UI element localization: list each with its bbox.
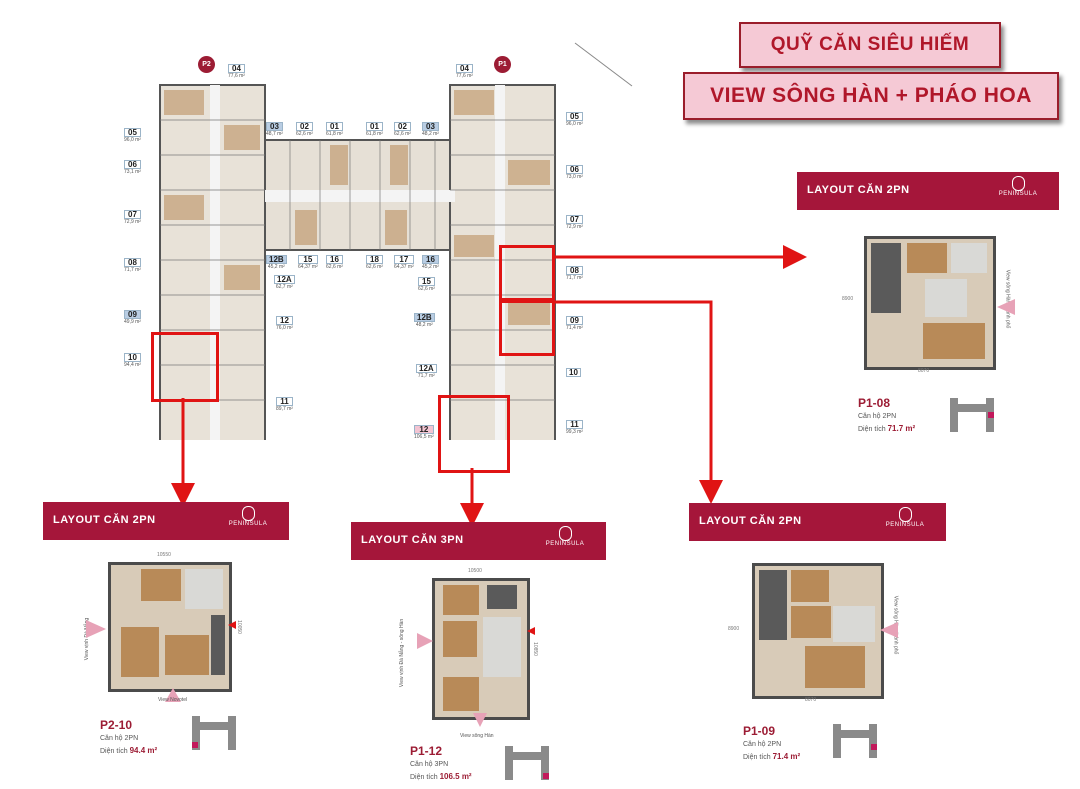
view-direction-icon bbox=[997, 299, 1015, 315]
tower-mini-map bbox=[950, 398, 994, 432]
view-direction-icon bbox=[86, 620, 106, 638]
tower-floor-plan bbox=[150, 60, 570, 440]
peninsula-logo: PENINSULA bbox=[540, 526, 590, 547]
banner-bottom: VIEW SÔNG HÀN + PHÁO HOA bbox=[683, 72, 1059, 120]
floorplan-p1-09 bbox=[752, 563, 884, 699]
unit-area: Diện tích 71.4 m² bbox=[743, 752, 801, 761]
tower-marker-p2: P2 bbox=[198, 56, 215, 73]
view-direction-icon bbox=[880, 622, 898, 638]
unit-type: Căn hộ 2PN bbox=[100, 735, 139, 742]
card-header-p2-10: LAYOUT CĂN 2PN PENINSULA bbox=[43, 502, 289, 540]
card-header-p1-08: LAYOUT CĂN 2PN PENINSULA bbox=[797, 172, 1059, 210]
card-title: LAYOUT CĂN 2PN bbox=[53, 514, 156, 526]
card-header-p1-12: LAYOUT CĂN 3PN PENINSULA bbox=[351, 522, 606, 560]
unit-id: P1-09 bbox=[743, 724, 776, 738]
unit-type: Căn hộ 2PN bbox=[858, 413, 897, 420]
dimension-width: 8070 bbox=[918, 368, 930, 374]
unit-label: 10 bbox=[566, 368, 581, 377]
highlight-p1-08 bbox=[499, 245, 555, 303]
card-title: LAYOUT CĂN 3PN bbox=[361, 534, 464, 546]
view-marker-icon bbox=[228, 621, 236, 629]
tower-mini-map bbox=[505, 746, 549, 780]
view-direction-icon bbox=[417, 633, 433, 649]
view-label-2: View sông Hàn bbox=[460, 733, 494, 739]
view-marker-icon bbox=[527, 627, 535, 635]
floor-plan-drawing bbox=[159, 84, 556, 440]
floorplan-p1-12 bbox=[432, 578, 530, 720]
unit-id: P2-10 bbox=[100, 718, 133, 732]
unit-type: Căn hộ 3PN bbox=[410, 761, 449, 768]
unit-id: P1-12 bbox=[410, 744, 443, 758]
unit-type: Căn hộ 2PN bbox=[743, 741, 782, 748]
tower-mini-map bbox=[192, 716, 236, 750]
decor-line bbox=[574, 42, 633, 87]
dimension-width: 10550 bbox=[157, 552, 171, 558]
card-header-p1-09: LAYOUT CĂN 2PN PENINSULA bbox=[689, 503, 946, 541]
unit-area: Diện tích 71.7 m² bbox=[858, 424, 916, 433]
view-label-2: View Novotel bbox=[158, 697, 188, 703]
dimension-height: 10850 bbox=[531, 642, 538, 656]
peninsula-logo: PENINSULA bbox=[223, 506, 273, 527]
unit-area: Diện tích 106.5 m² bbox=[410, 772, 472, 781]
highlight-p1-09 bbox=[499, 298, 555, 356]
highlight-p1-12 bbox=[438, 395, 510, 473]
unit-area: Diện tích 94.4 m² bbox=[100, 746, 158, 755]
card-title: LAYOUT CĂN 2PN bbox=[699, 515, 802, 527]
view-label: View vịnh Đà Nẵng - sông Hàn bbox=[399, 618, 406, 688]
dimension-width: 10500 bbox=[468, 568, 482, 574]
peninsula-logo: PENINSULA bbox=[880, 507, 930, 528]
dimension-height: 8900 bbox=[728, 626, 740, 632]
tower-marker-p1: P1 bbox=[494, 56, 511, 73]
banner-top: QUỸ CĂN SIÊU HIẾM bbox=[739, 22, 1001, 68]
dimension-height: 8900 bbox=[842, 296, 854, 302]
dimension-width: 8070 bbox=[805, 697, 817, 703]
view-direction-icon bbox=[165, 688, 181, 702]
highlight-p2-10 bbox=[151, 332, 219, 402]
floorplan-p1-08 bbox=[864, 236, 996, 370]
tower-mini-map bbox=[833, 724, 877, 758]
unit-id: P1-08 bbox=[858, 396, 891, 410]
peninsula-logo: PENINSULA bbox=[993, 176, 1043, 197]
view-direction-icon bbox=[473, 713, 487, 727]
card-title: LAYOUT CĂN 2PN bbox=[807, 184, 910, 196]
floorplan-p2-10 bbox=[108, 562, 232, 692]
